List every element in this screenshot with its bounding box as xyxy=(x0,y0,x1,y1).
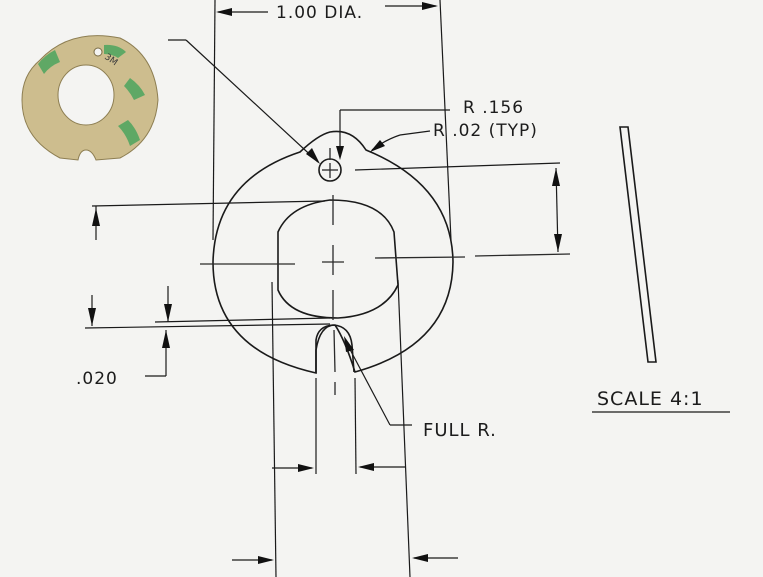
centerlines xyxy=(200,148,571,395)
thickness-label: .020 xyxy=(76,369,118,389)
overall-width-dimension xyxy=(232,279,458,577)
hole-radius-label: R .156 xyxy=(463,98,524,118)
fillet-radius-label: R .02 (TYP) xyxy=(433,121,538,141)
radius-callouts: R .156 R .02 (TYP) xyxy=(336,98,538,160)
diameter-dimension: 1.00 DIA. xyxy=(212,0,452,241)
gap-dimension: .020 xyxy=(76,286,331,389)
gasket-photo-icon: 3M xyxy=(21,35,159,161)
right-vertical-dimension xyxy=(354,162,562,253)
left-vertical-dimension xyxy=(84,200,331,329)
hole-leader xyxy=(168,39,320,164)
scale-note: SCALE 4:1 xyxy=(592,388,730,413)
edge-view xyxy=(619,126,657,363)
slot-width-dimension xyxy=(272,377,405,475)
slot-radius-label: FULL R. xyxy=(423,420,497,441)
scale-label: SCALE 4:1 xyxy=(597,388,704,410)
slot-radius-callout: FULL R. xyxy=(344,336,497,441)
diameter-label: 1.00 DIA. xyxy=(276,3,363,23)
